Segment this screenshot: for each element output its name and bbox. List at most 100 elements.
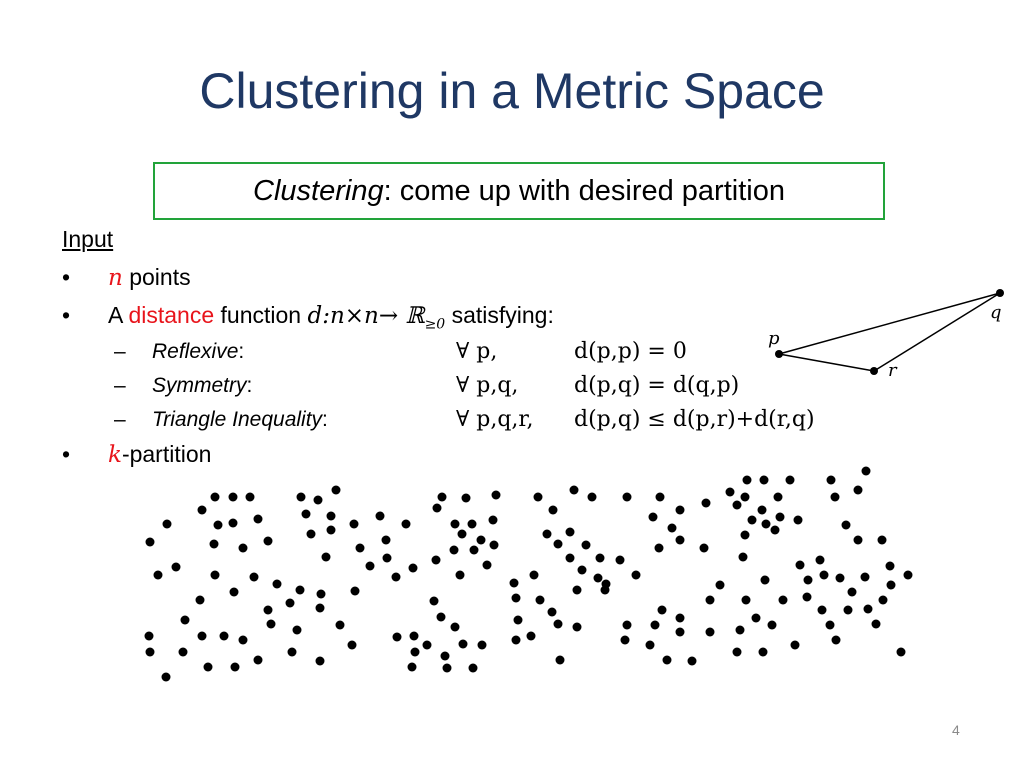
- cloud-point: [295, 585, 305, 595]
- cloud-point: [758, 647, 768, 657]
- cloud-point: [347, 640, 357, 650]
- cloud-point: [203, 662, 213, 672]
- cloud-point: [162, 519, 172, 529]
- cloud-point: [245, 492, 255, 502]
- cloud-point: [735, 625, 745, 635]
- cloud-point: [266, 619, 276, 629]
- cloud-point: [662, 655, 672, 665]
- label-p: p: [768, 328, 780, 349]
- cloud-point: [841, 520, 851, 530]
- cloud-point: [903, 570, 913, 580]
- cloud-point: [835, 573, 845, 583]
- cloud-point: [587, 492, 597, 502]
- distance-prefix: A: [108, 302, 129, 328]
- cloud-point: [738, 552, 748, 562]
- cloud-point: [228, 518, 238, 528]
- reflexive-equation: d(p,p) = 0: [574, 339, 687, 364]
- cloud-point: [615, 555, 625, 565]
- cloud-point: [229, 587, 239, 597]
- cloud-point: [860, 572, 870, 582]
- cloud-point: [491, 490, 501, 500]
- cloud-point: [238, 635, 248, 645]
- cloud-point: [701, 498, 711, 508]
- cloud-point: [529, 570, 539, 580]
- property-name-symmetry: Symmetry:: [152, 374, 253, 397]
- cloud-point: [355, 543, 365, 553]
- cloud-point: [272, 579, 282, 589]
- symmetry-equation: d(p,q) = d(q,p): [574, 373, 740, 398]
- cloud-point: [455, 570, 465, 580]
- cloud-point: [581, 540, 591, 550]
- cloud-point: [365, 561, 375, 571]
- cloud-point: [349, 519, 359, 529]
- cloud-point: [826, 475, 836, 485]
- cloud-point: [509, 578, 519, 588]
- cloud-point: [830, 492, 840, 502]
- cloud-point: [565, 527, 575, 537]
- cloud-point: [431, 555, 441, 565]
- page-number: 4: [952, 722, 960, 738]
- cloud-point: [815, 555, 825, 565]
- cloud-point: [885, 561, 895, 571]
- label-r: r: [888, 360, 898, 381]
- cloud-point: [178, 647, 188, 657]
- cloud-point: [715, 580, 725, 590]
- cloud-point: [249, 572, 259, 582]
- cloud-point: [572, 622, 582, 632]
- cloud-point: [511, 635, 521, 645]
- cloud-point: [747, 515, 757, 525]
- property-name-triangle: Triangle Inequality:: [152, 408, 328, 431]
- cloud-point: [687, 656, 697, 666]
- cloud-point: [263, 605, 273, 615]
- cloud-point: [331, 485, 341, 495]
- cloud-point: [675, 505, 685, 515]
- cloud-point: [535, 595, 545, 605]
- slide-title: Clustering in a Metric Space: [199, 63, 825, 119]
- definition-box: Clustering: come up with desired partiti…: [153, 162, 885, 220]
- cloud-point: [488, 515, 498, 525]
- cloud-point: [853, 535, 863, 545]
- distance-mid: function: [214, 302, 308, 328]
- reflexive-quantifier: ∀ p,: [456, 339, 498, 364]
- input-heading: Input: [62, 226, 114, 252]
- edge-pr: [778, 353, 875, 372]
- cloud-point: [667, 523, 677, 533]
- cloud-point: [871, 619, 881, 629]
- bullet-points-text: points: [122, 264, 191, 290]
- cloud-point: [760, 575, 770, 585]
- cloud-point: [896, 647, 906, 657]
- cloud-point: [145, 537, 155, 547]
- cloud-point: [313, 495, 323, 505]
- cloud-point: [437, 492, 447, 502]
- cloud-point: [410, 647, 420, 657]
- cloud-point: [197, 505, 207, 515]
- cloud-point: [210, 570, 220, 580]
- cloud-point: [675, 535, 685, 545]
- cloud-point: [705, 627, 715, 637]
- cloud-point: [831, 635, 841, 645]
- cloud-point: [542, 529, 552, 539]
- distance-formula-subscript: ≥0: [424, 316, 446, 333]
- bullet-partition-text: -partition: [121, 441, 212, 467]
- cloud-point: [449, 545, 459, 555]
- cloud-point: [350, 586, 360, 596]
- cloud-point: [577, 565, 587, 575]
- cloud-point: [296, 492, 306, 502]
- distance-formula: d:n×n→ ℝ: [307, 303, 425, 329]
- cloud-point: [230, 662, 240, 672]
- point-p: [775, 350, 783, 358]
- cloud-point: [145, 647, 155, 657]
- cloud-point: [742, 475, 752, 485]
- distance-word: distance: [128, 302, 215, 328]
- cloud-point: [725, 487, 735, 497]
- cloud-point: [757, 505, 767, 515]
- cloud-point: [751, 613, 761, 623]
- cloud-point: [803, 575, 813, 585]
- cloud-point: [767, 620, 777, 630]
- cloud-point: [861, 466, 871, 476]
- n-variable: n: [108, 265, 123, 291]
- cloud-point: [675, 627, 685, 637]
- cloud-point: [180, 615, 190, 625]
